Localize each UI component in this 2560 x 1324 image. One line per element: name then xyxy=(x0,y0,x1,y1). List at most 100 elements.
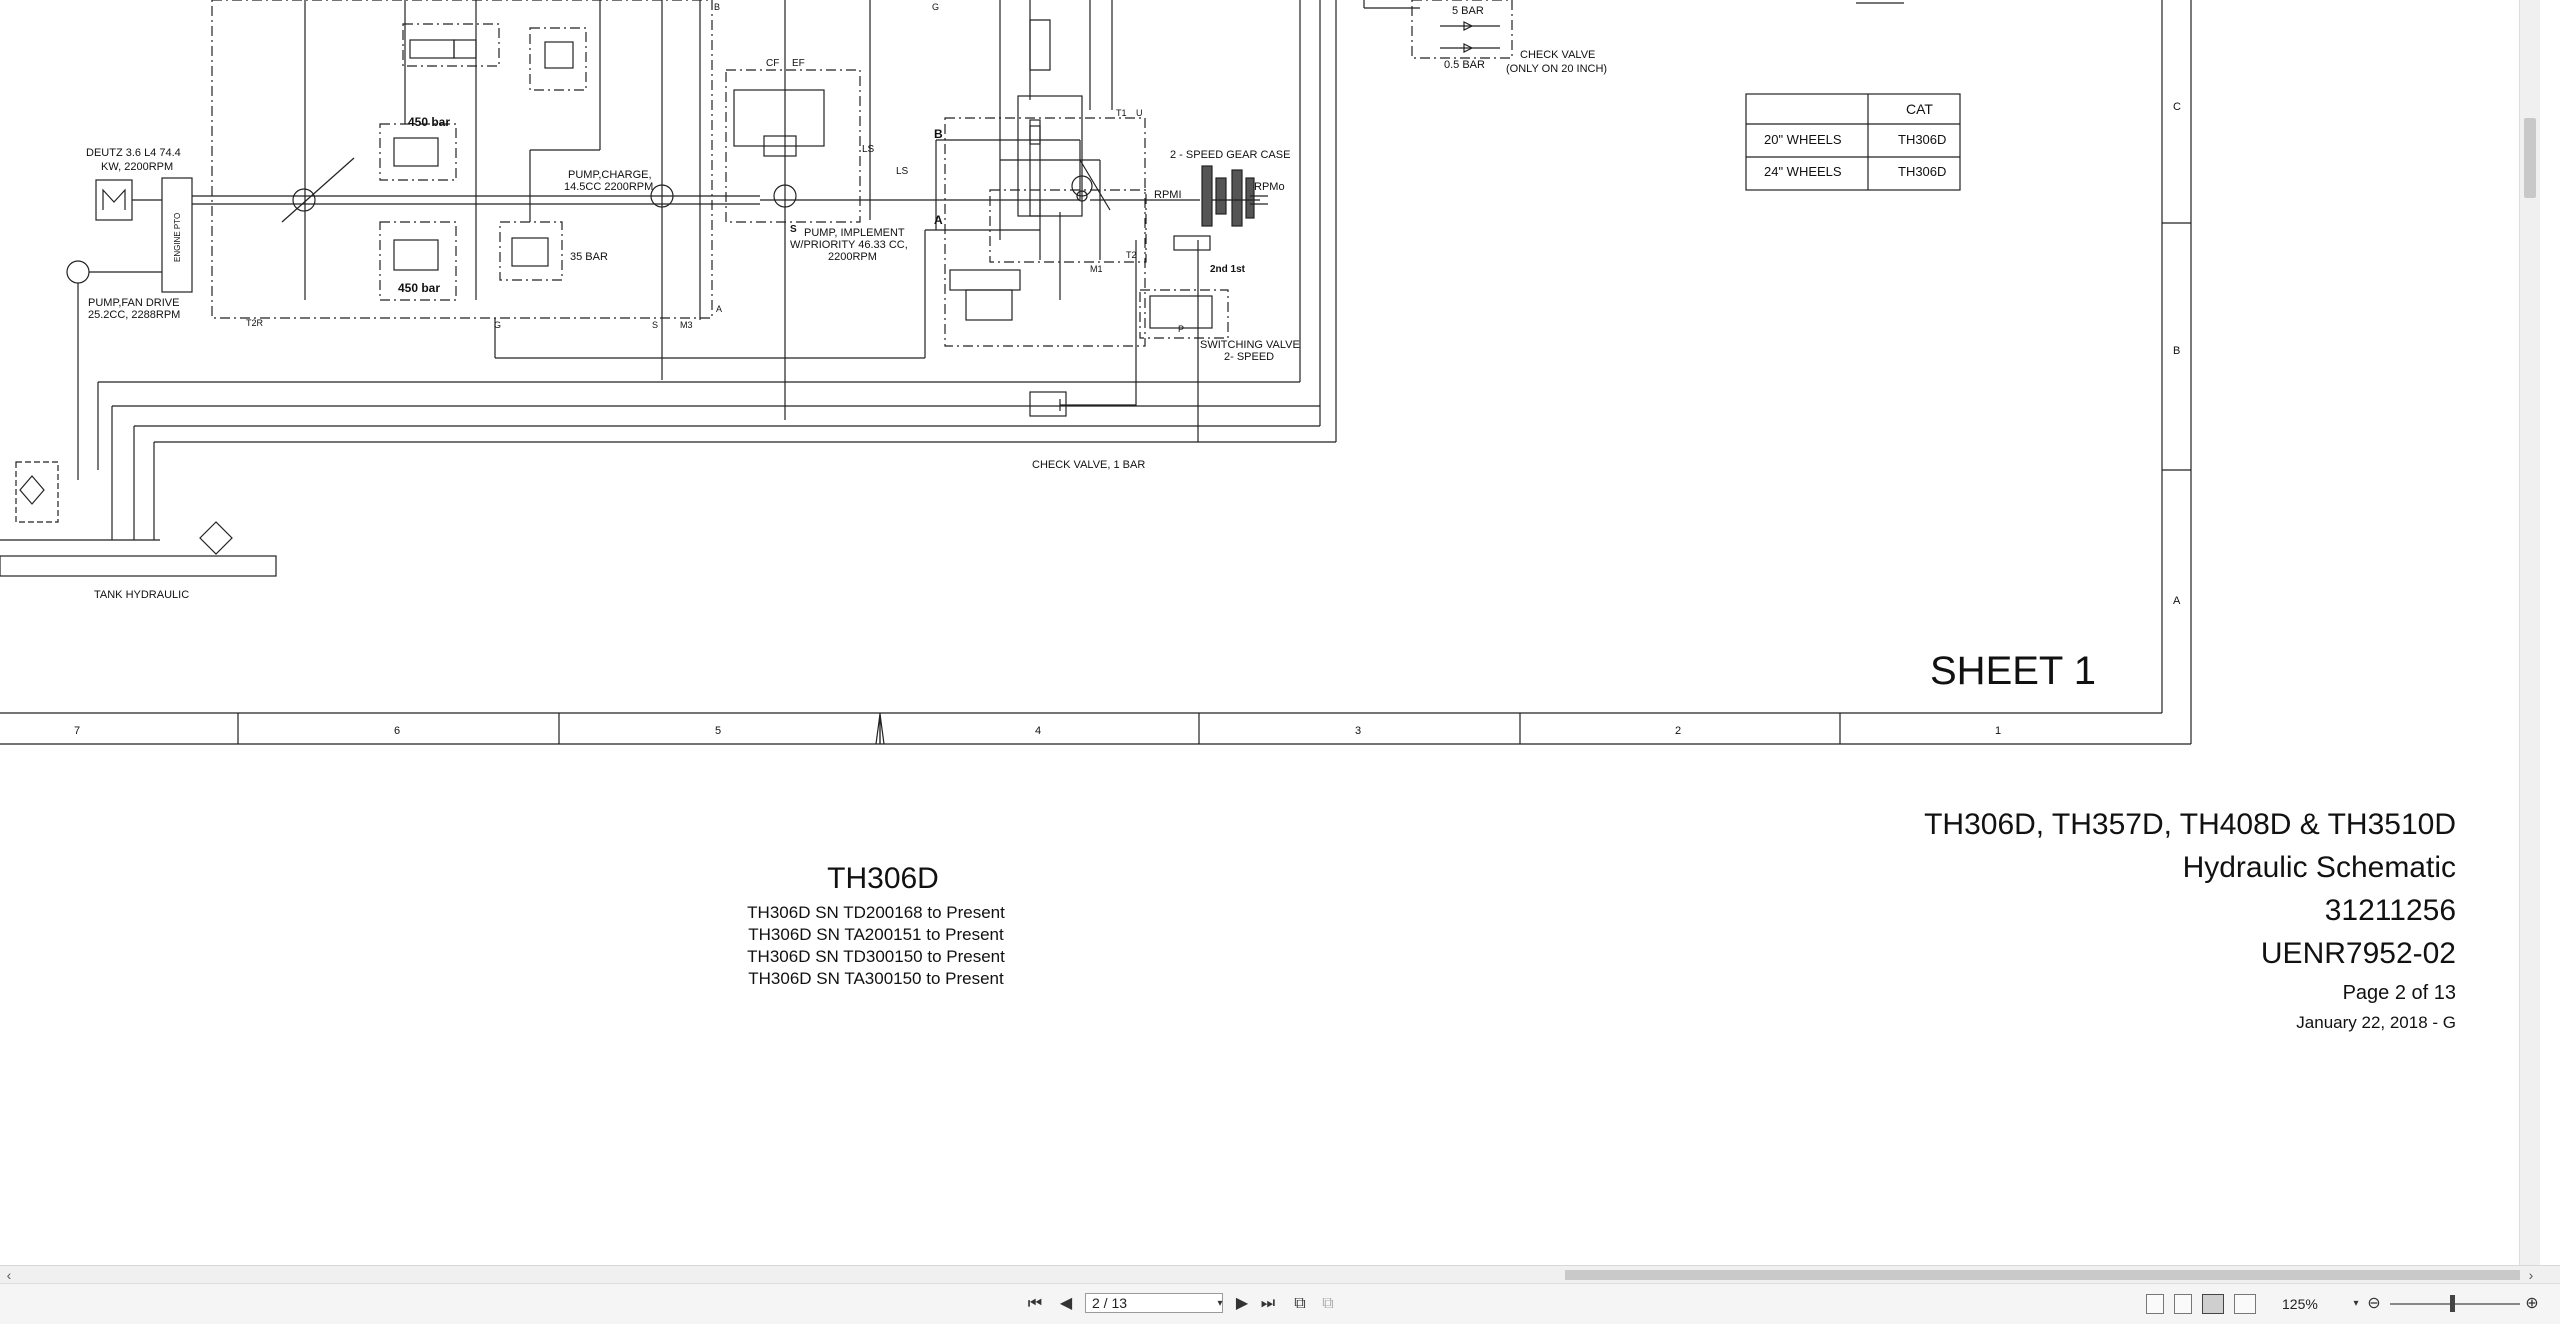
zoom-dropdown-icon[interactable]: ▾ xyxy=(2353,1298,2359,1309)
port-label: T2R xyxy=(246,318,264,328)
port-label: M1 xyxy=(1090,264,1103,274)
zone-row-label: C xyxy=(2173,101,2181,113)
gear-case-label: 2 - SPEED GEAR CASE xyxy=(1170,149,1290,161)
title-part-number: 31211256 xyxy=(2325,894,2456,927)
title-document-number: UENR7952-02 xyxy=(2261,937,2456,970)
previous-page-icon[interactable]: ◀ xyxy=(1059,1295,1073,1312)
page-dropdown-icon[interactable]: ▾ xyxy=(1217,1298,1223,1309)
port-label: P xyxy=(1178,324,1184,334)
title-page: Page 2 of 13 xyxy=(2343,982,2456,1004)
page-number-input[interactable] xyxy=(1085,1293,1223,1313)
viewer-toolbar: ⏮ ◀ ▾ ▶ ⏭ ⧉ ⧉ 125% ▾ ⊖ ⊕ xyxy=(0,1283,2560,1324)
pump-charge-label: 14.5CC 2200RPM xyxy=(564,181,653,193)
sheet-frame xyxy=(0,0,2192,745)
relief-valve-label: 450 bar xyxy=(408,115,450,129)
port-label: A xyxy=(716,304,722,314)
zoom-slider-handle[interactable] xyxy=(2450,1295,2455,1312)
engine-label: KW, 2200RPM xyxy=(101,161,173,173)
pump-fan-label: 25.2CC, 2288RPM xyxy=(88,309,180,321)
port-label: S xyxy=(652,320,658,330)
first-page-icon[interactable]: ⏮ xyxy=(1027,1295,1043,1312)
switching-valve-label: 2- SPEED xyxy=(1224,351,1274,363)
port-label: A xyxy=(934,213,943,227)
zone-row-label: A xyxy=(2173,595,2181,607)
pump-group-boundary xyxy=(211,0,1513,347)
single-page-view-icon[interactable] xyxy=(2146,1294,2164,1314)
continuous-facing-view-icon[interactable] xyxy=(2234,1294,2256,1314)
cat-table-header: CAT xyxy=(1906,101,1933,117)
two-speed-gear-case xyxy=(1090,165,1268,227)
scroll-left-icon[interactable]: ‹ xyxy=(6,1267,12,1283)
pump-implement-label: W/PRIORITY 46.33 CC, xyxy=(790,239,908,251)
previous-view-icon[interactable]: ⧉ xyxy=(1294,1295,1306,1312)
check-valve-label: (ONLY ON 20 INCH) xyxy=(1506,63,1607,75)
title-date: January 22, 2018 - G xyxy=(2296,1013,2456,1032)
cat-table-cell: 24" WHEELS xyxy=(1764,164,1842,179)
check-valve-label: CHECK VALVE xyxy=(1520,49,1595,61)
pressure-label: 5 BAR xyxy=(1452,5,1484,17)
port-label: U xyxy=(1136,108,1143,118)
pressure-label: 0.5 BAR xyxy=(1444,59,1485,71)
hydraulic-lines xyxy=(77,0,1337,540)
port-label: LS xyxy=(862,144,875,155)
zone-col-label: 2 xyxy=(1675,725,1681,737)
facing-view-icon[interactable] xyxy=(2202,1294,2224,1314)
zoom-in-icon[interactable]: ⊕ xyxy=(2525,1295,2539,1312)
zone-col-label: 6 xyxy=(394,725,400,737)
port-label: B xyxy=(934,127,943,141)
horizontal-scroll-thumb[interactable] xyxy=(1565,1270,2520,1280)
model-title: TH306D xyxy=(827,862,939,895)
pump-implement-label: PUMP, IMPLEMENT xyxy=(804,227,905,239)
vertical-scroll-thumb[interactable] xyxy=(2524,118,2536,198)
hydraulic-schematic: C B A 7 6 5 4 3 2 1 xyxy=(0,0,2456,1032)
serial-range: TH306D SN TA300150 to Present xyxy=(748,969,1004,988)
serial-range: TH306D SN TD200168 to Present xyxy=(747,903,1005,922)
port-label: LS xyxy=(896,166,909,177)
zone-col-label: 5 xyxy=(715,725,721,737)
port-label: EF xyxy=(792,58,805,69)
zoom-level[interactable]: 125% xyxy=(2282,1296,2318,1312)
tank-label: TANK HYDRAULIC xyxy=(94,589,189,601)
zone-col-label: 4 xyxy=(1035,725,1041,737)
horizontal-scrollbar[interactable]: ‹ › xyxy=(0,1265,2560,1284)
port-label: CF xyxy=(766,58,779,69)
switching-valve-label: SWITCHING VALVE xyxy=(1200,339,1300,351)
port-label: S xyxy=(790,224,797,235)
gear-case-label: 2nd 1st xyxy=(1210,264,1246,275)
continuous-view-icon[interactable] xyxy=(2174,1294,2192,1314)
pump-implement-label: 2200RPM xyxy=(828,251,877,263)
relief-valve-label: 450 bar xyxy=(398,281,440,295)
zone-col-label: 3 xyxy=(1355,725,1361,737)
hydraulic-tank xyxy=(0,461,277,577)
zoom-slider[interactable] xyxy=(2390,1303,2520,1305)
port-label: T1 xyxy=(1116,108,1127,118)
sheet-number: SHEET 1 xyxy=(1930,649,2096,693)
zone-col-label: 1 xyxy=(1995,725,2001,737)
zone-row-label: B xyxy=(2173,345,2180,357)
zone-col-label: 7 xyxy=(74,725,80,737)
cat-table-cell: 20" WHEELS xyxy=(1764,132,1842,147)
valve-symbols xyxy=(393,19,1213,417)
port-label: G xyxy=(494,320,501,330)
next-view-icon[interactable]: ⧉ xyxy=(1322,1295,1334,1312)
check-valve-label: CHECK VALVE, 1 BAR xyxy=(1032,459,1145,471)
next-page-icon[interactable]: ▶ xyxy=(1235,1295,1249,1312)
port-label: T2 xyxy=(1126,250,1137,260)
engine-label: DEUTZ 3.6 L4 74.4 xyxy=(86,147,181,159)
title-name: Hydraulic Schematic xyxy=(2183,851,2456,884)
cat-table-cell: TH306D xyxy=(1898,164,1946,179)
vertical-scrollbar[interactable] xyxy=(2519,0,2540,1265)
serial-range: TH306D SN TA200151 to Present xyxy=(748,925,1004,944)
gear-case-label: RPMo xyxy=(1254,181,1285,193)
engine-pto-label: ENGINE PTO xyxy=(173,213,182,262)
relief-valve-label: 35 BAR xyxy=(570,251,608,263)
scroll-right-icon[interactable]: › xyxy=(2528,1267,2534,1283)
cat-table-cell: TH306D xyxy=(1898,132,1946,147)
serial-range: TH306D SN TD300150 to Present xyxy=(747,947,1005,966)
pump-fan-label: PUMP,FAN DRIVE xyxy=(88,297,180,309)
zoom-out-icon[interactable]: ⊖ xyxy=(2367,1295,2381,1312)
document-viewport[interactable]: C B A 7 6 5 4 3 2 1 xyxy=(0,0,2540,1265)
cat-table xyxy=(1745,93,1961,191)
last-page-icon[interactable]: ⏭ xyxy=(1260,1295,1276,1312)
pump-charge-label: PUMP,CHARGE, xyxy=(568,169,652,181)
